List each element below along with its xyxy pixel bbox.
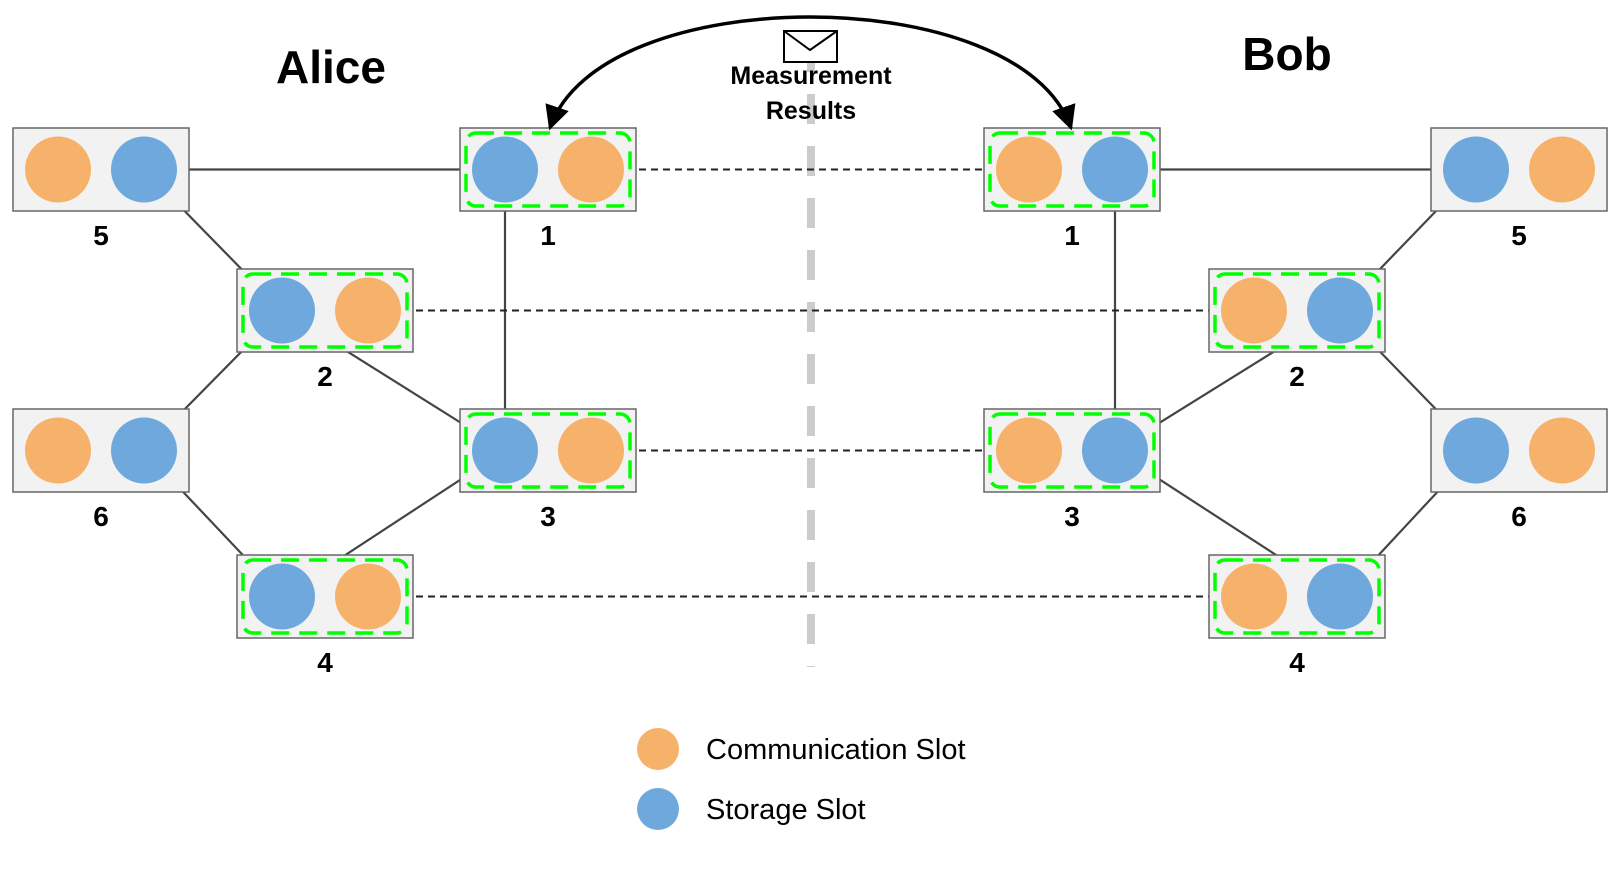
- highlight-frame: [464, 131, 632, 208]
- alice-node-4: 4: [236, 554, 414, 678]
- storage-legend-swatch: [637, 788, 679, 830]
- communication-slot: [1221, 563, 1287, 630]
- alice-node-1: 1: [459, 127, 637, 251]
- node-label: 5: [93, 220, 109, 251]
- storage-slot: [1082, 136, 1148, 203]
- node-label: 1: [1064, 220, 1080, 251]
- storage-slot: [1307, 563, 1373, 630]
- nodes-layer: 5 1 2 6 3 4 1 5 2 6 3 4: [12, 127, 1608, 678]
- node-label: 6: [1511, 501, 1527, 532]
- alice-node-3: 3: [459, 408, 637, 532]
- bob-node-4: 4: [1208, 554, 1386, 678]
- communication-slot: [25, 417, 91, 484]
- bob-title: Bob: [1242, 28, 1331, 80]
- storage-slot: [111, 417, 177, 484]
- node-label: 2: [317, 361, 333, 392]
- communication-slot: [25, 136, 91, 203]
- alice-node-2: 2: [236, 268, 414, 392]
- bob-node-3: 3: [983, 408, 1161, 532]
- message-label-line2: Results: [766, 97, 856, 125]
- storage-slot: [1307, 277, 1373, 344]
- alice-node-6: 6: [12, 408, 190, 532]
- storage-slot: [111, 136, 177, 203]
- highlight-frame: [988, 131, 1156, 208]
- legend-label: Communication Slot: [706, 734, 966, 766]
- node-label: 3: [1064, 501, 1080, 532]
- communication-legend-swatch: [637, 728, 679, 770]
- node-label: 4: [1289, 647, 1305, 678]
- node-label: 5: [1511, 220, 1527, 251]
- communication-slot: [335, 563, 401, 630]
- storage-slot: [1082, 417, 1148, 484]
- bob-node-6: 6: [1430, 408, 1608, 532]
- measurement-arrow: [545, 15, 1076, 131]
- highlight-frame: [241, 558, 409, 635]
- node-label: 1: [540, 220, 556, 251]
- message-label-line1: Measurement: [730, 62, 892, 90]
- legend-label: Storage Slot: [706, 794, 866, 826]
- communication-slot: [996, 136, 1062, 203]
- highlight-frame: [988, 412, 1156, 489]
- legend-item-communication: Communication Slot: [637, 728, 966, 770]
- highlight-frame: [241, 272, 409, 349]
- highlight-frame: [1213, 558, 1381, 635]
- storage-slot: [1443, 136, 1509, 203]
- storage-slot: [1443, 417, 1509, 484]
- bob-node-2: 2: [1208, 268, 1386, 392]
- node-label: 4: [317, 647, 333, 678]
- highlight-frame: [464, 412, 632, 489]
- highlight-frame: [1213, 272, 1381, 349]
- communication-slot: [558, 417, 624, 484]
- storage-slot: [472, 417, 538, 484]
- storage-slot: [472, 136, 538, 203]
- communication-slot: [1529, 136, 1595, 203]
- bob-node-5: 5: [1430, 127, 1608, 251]
- communication-slot: [558, 136, 624, 203]
- node-label: 2: [1289, 361, 1305, 392]
- communication-slot: [996, 417, 1062, 484]
- storage-slot: [249, 563, 315, 630]
- alice-title: Alice: [276, 41, 386, 93]
- node-label: 3: [540, 501, 556, 532]
- node-label: 6: [93, 501, 109, 532]
- legend-item-storage: Storage Slot: [637, 788, 866, 830]
- alice-node-5: 5: [12, 127, 190, 251]
- storage-slot: [249, 277, 315, 344]
- communication-slot: [335, 277, 401, 344]
- envelope-icon: [783, 30, 838, 63]
- bob-node-1: 1: [983, 127, 1161, 251]
- communication-slot: [1221, 277, 1287, 344]
- communication-slot: [1529, 417, 1595, 484]
